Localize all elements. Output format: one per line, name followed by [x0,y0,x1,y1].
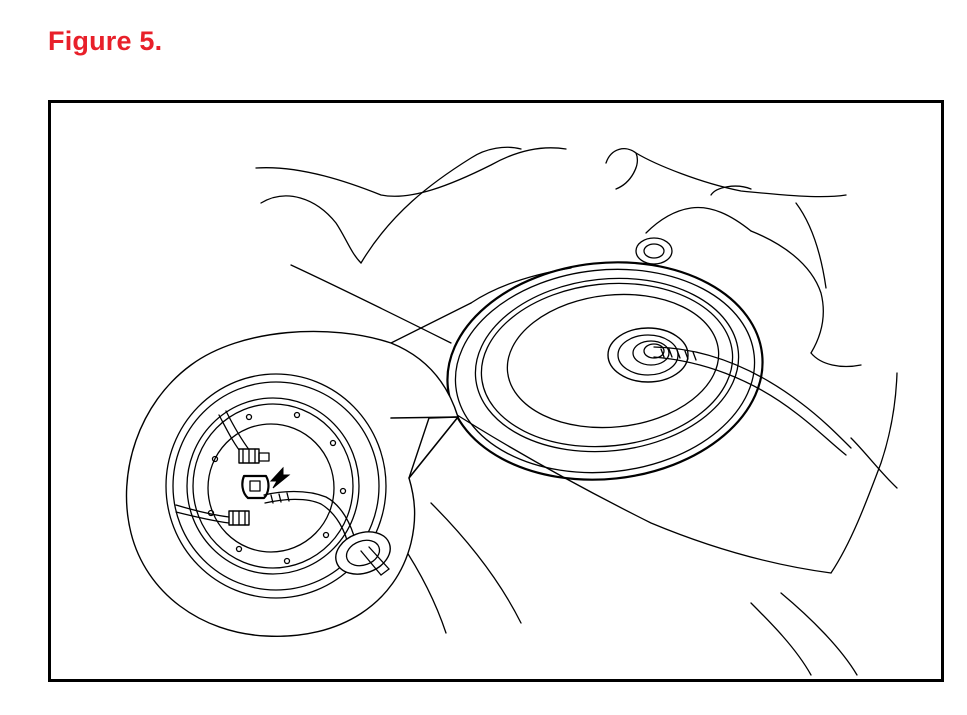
arrow-icon [269,466,291,489]
detail-callout [125,330,459,637]
body-hole [635,237,673,265]
diagram-frame [48,100,944,682]
fuel-pump-diagram [125,146,898,676]
figure-title: Figure 5. [48,26,163,56]
fuel-tank-access-plate [446,261,764,481]
wire-harness [653,346,852,456]
